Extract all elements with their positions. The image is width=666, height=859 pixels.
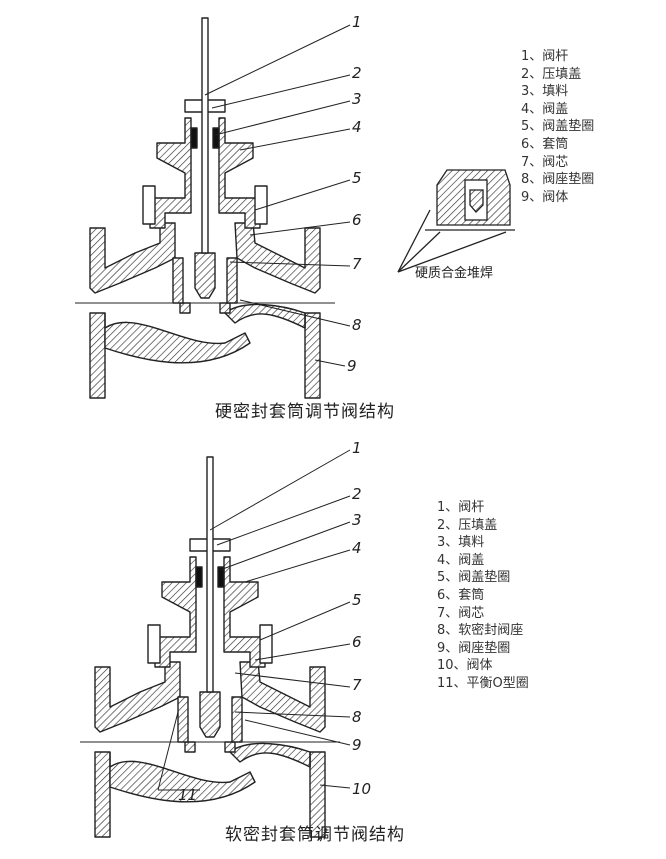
hard-seal-leader-lines xyxy=(204,24,351,367)
legend-item: 9、阀座垫圈 xyxy=(437,640,511,656)
callout-4: 4 xyxy=(352,118,362,136)
legend-item: 1、阀杆 xyxy=(437,500,485,515)
callout-1: 1 xyxy=(352,13,362,31)
legend-item: 5、阀盖垫圈 xyxy=(437,570,511,586)
legend-item: 8、阀座垫圈 xyxy=(521,172,595,188)
legend-item: 4、阀盖 xyxy=(437,552,485,568)
callout-4: 4 xyxy=(352,539,362,557)
legend-item: 6、套筒 xyxy=(521,136,569,152)
legend-item: 6、套筒 xyxy=(437,587,485,603)
callout-9: 9 xyxy=(352,736,362,754)
legend-item: 3、填料 xyxy=(521,84,569,100)
callout-3: 3 xyxy=(352,90,362,108)
soft-seal-leader-lines xyxy=(157,449,351,791)
callout-1: 1 xyxy=(352,439,362,457)
legend-item: 10、阀体 xyxy=(437,658,493,674)
callout-8: 8 xyxy=(352,316,362,334)
callout-7: 7 xyxy=(352,255,362,273)
callout-11: 11 xyxy=(178,786,197,804)
legend-item: 3、填料 xyxy=(437,535,485,551)
legend-item: 1、阀杆 xyxy=(521,49,569,64)
legend-item: 7、阀芯 xyxy=(437,605,485,621)
callout-2: 2 xyxy=(352,64,362,82)
hard-seal-valve-drawing xyxy=(74,17,336,399)
hard-seal-title: 硬密封套筒调节阀结构 xyxy=(215,402,395,422)
callout-5: 5 xyxy=(352,591,362,609)
callout-6: 6 xyxy=(352,633,362,651)
legend-item: 5、阀盖垫圈 xyxy=(521,119,595,135)
callout-9: 9 xyxy=(347,357,357,375)
soft-seal-title: 软密封套筒调节阀结构 xyxy=(225,825,405,845)
legend-item: 2、压填盖 xyxy=(521,66,582,82)
legend-item: 11、平衡O型圈 xyxy=(437,675,529,691)
legend-item: 2、压填盖 xyxy=(437,517,498,533)
hard-facing-detail xyxy=(397,169,515,273)
callout-2: 2 xyxy=(352,485,362,503)
soft-seal-callouts: 1 2 3 4 5 6 7 8 9 10 11 xyxy=(178,439,371,804)
callout-8: 8 xyxy=(352,708,362,726)
hard-seal-callouts: 1 2 3 4 5 6 7 8 9 xyxy=(347,13,362,375)
legend-item: 9、阀体 xyxy=(521,189,569,205)
callout-3: 3 xyxy=(352,511,362,529)
callout-5: 5 xyxy=(352,169,362,187)
callout-6: 6 xyxy=(352,211,362,229)
hard-facing-label: 硬质合金堆焊 xyxy=(415,265,493,281)
callout-7: 7 xyxy=(352,676,362,694)
legend-item: 8、软密封阀座 xyxy=(437,623,524,639)
legend-item: 7、阀芯 xyxy=(521,154,569,170)
hard-seal-legend: 1、阀杆 2、压填盖 3、填料 4、阀盖 5、阀盖垫圈 6、套筒 7、阀芯 8、… xyxy=(521,48,594,206)
callout-10: 10 xyxy=(352,780,371,798)
soft-seal-legend: 1、阀杆 2、压填盖 3、填料 4、阀盖 5、阀盖垫圈 6、套筒 7、阀芯 8、… xyxy=(437,499,529,693)
legend-item: 4、阀盖 xyxy=(521,101,569,117)
